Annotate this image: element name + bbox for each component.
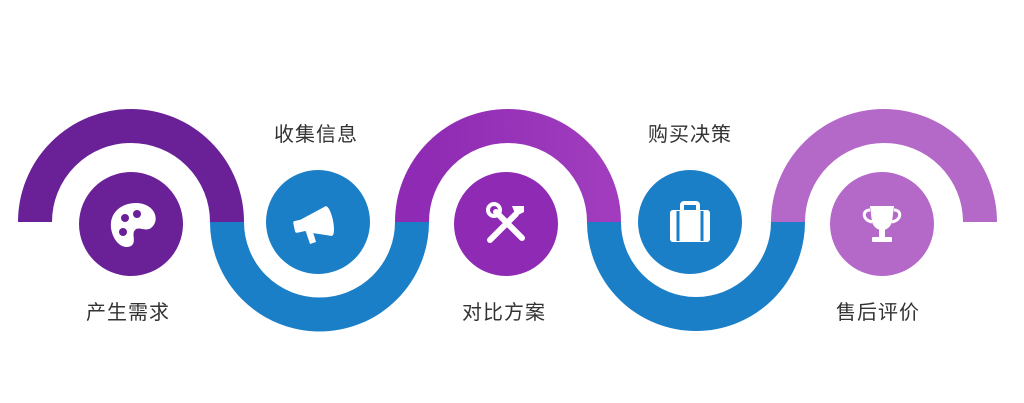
megaphone-icon [293, 206, 335, 244]
step-node-1 [79, 172, 183, 276]
step-node-4 [638, 170, 742, 274]
arc-bottom-2 [210, 221, 429, 332]
step-node-2 [266, 170, 370, 274]
step-node-5 [830, 172, 934, 276]
step-label-4: 购买决策 [648, 122, 732, 146]
briefcase-icon [670, 201, 710, 242]
palette-icon [110, 203, 156, 248]
step-label-2: 收集信息 [274, 122, 358, 146]
arc-top-1 [18, 109, 244, 223]
arc-bottom-4 [587, 221, 805, 331]
tools-icon [486, 202, 525, 243]
step-node-3 [454, 172, 558, 276]
step-label-1: 产生需求 [86, 300, 170, 324]
step-label-5: 售后评价 [836, 300, 920, 324]
arc-top-3 [395, 109, 621, 223]
trophy-icon [862, 206, 902, 242]
step-label-3: 对比方案 [462, 300, 546, 324]
arc-top-5 [771, 109, 997, 223]
